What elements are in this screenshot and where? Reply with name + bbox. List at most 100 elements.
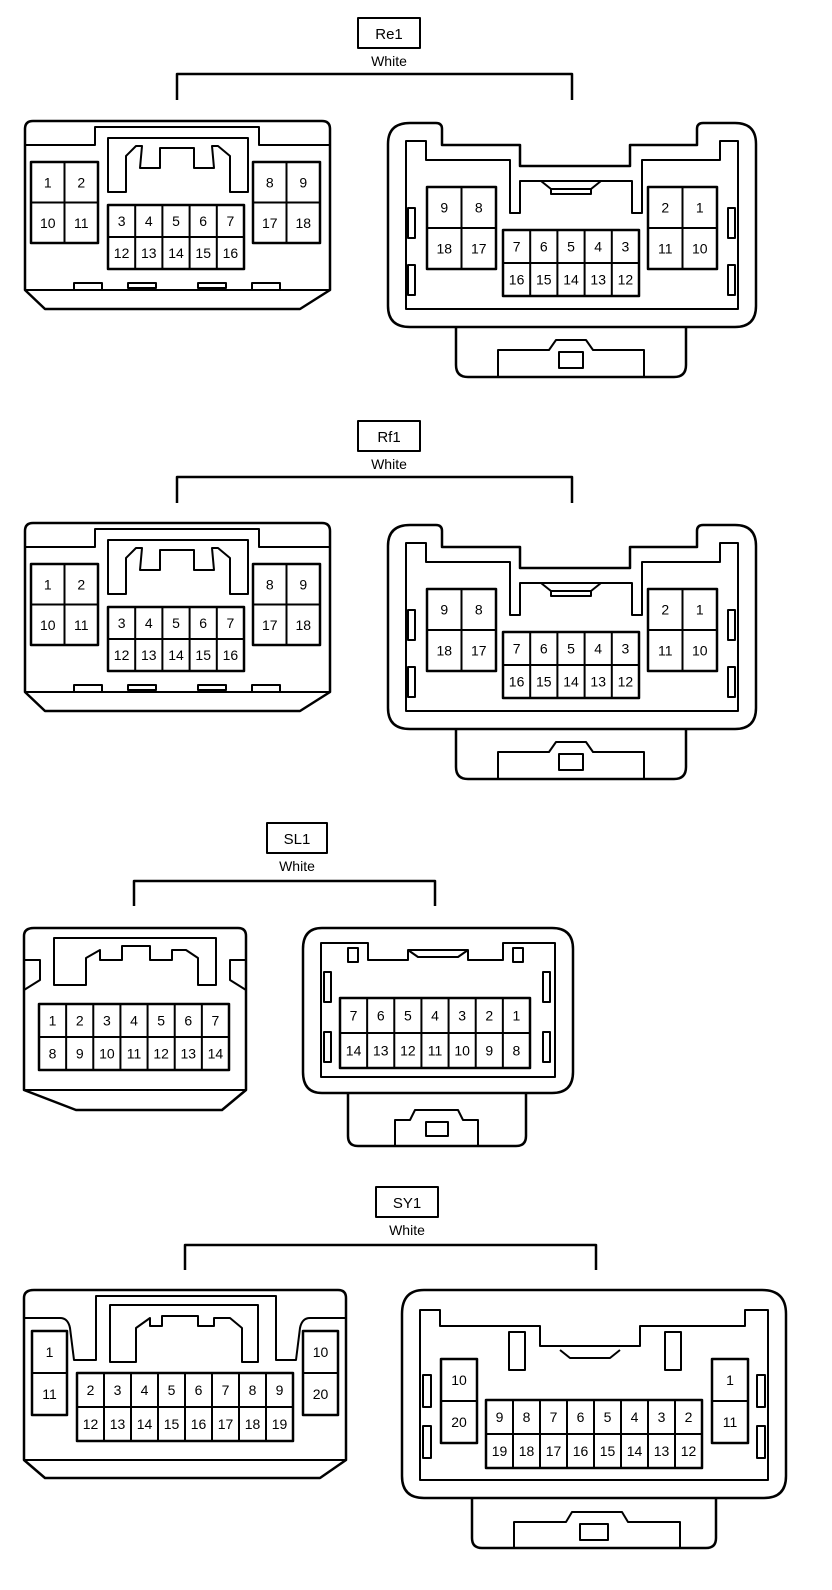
pin-number: 6 <box>377 1008 385 1024</box>
housing-ridge <box>25 126 330 146</box>
pin-number: 17 <box>546 1443 562 1459</box>
pairing-bracket <box>175 72 574 100</box>
pin-number: 7 <box>513 641 521 657</box>
latch-tab <box>558 351 584 369</box>
guide-rib <box>323 971 332 1003</box>
latch-slot <box>127 282 157 289</box>
pin-number: 14 <box>168 647 184 663</box>
connector-color: White <box>279 858 315 874</box>
guide-rib <box>323 1031 332 1063</box>
guide-rib <box>727 666 736 698</box>
pairing-bracket <box>132 879 437 906</box>
pin-number: 1 <box>49 1013 57 1029</box>
pin-number: 1 <box>44 576 52 592</box>
pin-number: 9 <box>299 174 307 190</box>
housing-ridge <box>23 959 41 991</box>
pin-number: 16 <box>223 647 239 663</box>
pin-number: 13 <box>654 1443 670 1459</box>
pin-number: 10 <box>40 617 56 633</box>
latch-notch <box>559 1349 621 1359</box>
pin-number: 3 <box>103 1013 111 1029</box>
pin-number: 2 <box>485 1008 493 1024</box>
connector-label: Re1 <box>375 26 403 43</box>
pin-number: 13 <box>590 272 606 288</box>
guide-rib <box>756 1425 766 1459</box>
pin-number: 9 <box>440 602 448 618</box>
pin-number: 17 <box>471 643 487 659</box>
pin-number: 10 <box>40 215 56 231</box>
pin-number: 11 <box>428 1043 443 1059</box>
pin-number: 10 <box>692 643 708 659</box>
pin-number: 16 <box>509 674 525 690</box>
pin-number: 16 <box>223 245 239 261</box>
housing-ridge <box>229 959 247 991</box>
pin-number: 10 <box>692 241 708 257</box>
housing-inner <box>405 542 739 712</box>
pairing-bracket <box>183 1243 598 1270</box>
latch-notch <box>407 949 469 958</box>
latch-housing <box>454 729 688 781</box>
pin-number: 19 <box>492 1443 508 1459</box>
guide-rib <box>407 609 416 641</box>
housing-outline <box>301 926 575 1095</box>
latch-slot <box>197 684 227 691</box>
pin-number: 1 <box>44 174 52 190</box>
latch-housing <box>454 327 688 379</box>
pin-number: 7 <box>550 1409 558 1425</box>
housing-outline <box>400 1288 788 1500</box>
latch-housing <box>497 741 645 779</box>
pin-number: 13 <box>373 1043 389 1059</box>
pin-number: 20 <box>451 1414 467 1430</box>
pin-number: 14 <box>168 245 184 261</box>
guide-rib <box>727 207 736 239</box>
guide-rib <box>542 1031 551 1063</box>
pin-number: 3 <box>658 1409 666 1425</box>
pin-number: 7 <box>222 1382 230 1398</box>
latch-slot <box>73 684 103 693</box>
pin-number: 6 <box>199 615 207 631</box>
pin-number: 6 <box>577 1409 585 1425</box>
guide-post <box>508 1331 526 1371</box>
pin-number: 16 <box>573 1443 589 1459</box>
connector-color: White <box>389 1222 425 1238</box>
pin-number: 15 <box>164 1416 180 1432</box>
pin-number: 10 <box>454 1043 470 1059</box>
latch-tab <box>558 753 584 771</box>
pin-number: 3 <box>118 213 126 229</box>
pin-number: 2 <box>661 200 669 216</box>
pin-number: 15 <box>536 272 552 288</box>
guide-rib <box>727 609 736 641</box>
housing-ridge <box>25 528 330 548</box>
connector-color: White <box>371 53 407 69</box>
pin-number: 10 <box>451 1372 467 1388</box>
pin-number: 12 <box>114 647 130 663</box>
pin-number: 6 <box>199 213 207 229</box>
pin-number: 12 <box>153 1046 169 1062</box>
pin-number: 17 <box>471 241 487 257</box>
pin-number: 8 <box>475 602 483 618</box>
pin-number: 2 <box>87 1382 95 1398</box>
latch-housing <box>346 1093 528 1148</box>
pin-number: 15 <box>195 647 211 663</box>
locking-lever <box>107 137 249 193</box>
guide-rib <box>542 971 551 1003</box>
pin-number: 1 <box>726 1372 734 1388</box>
pin-number: 7 <box>513 239 521 255</box>
latch-slot <box>251 684 281 693</box>
pairing-bracket <box>175 475 574 503</box>
guide-post <box>664 1331 682 1371</box>
locking-lever <box>109 1304 259 1363</box>
latch-housing <box>513 1511 681 1548</box>
pin-number: 7 <box>350 1008 358 1024</box>
pin-number: 6 <box>184 1013 192 1029</box>
latch-notch <box>540 180 602 190</box>
pin-number: 11 <box>74 215 89 231</box>
pin-number: 12 <box>618 272 634 288</box>
pin-number: 6 <box>195 1382 203 1398</box>
pin-number: 4 <box>631 1409 639 1425</box>
pin-number: 14 <box>346 1043 362 1059</box>
pin-number: 7 <box>212 1013 220 1029</box>
pin-number: 4 <box>594 239 602 255</box>
